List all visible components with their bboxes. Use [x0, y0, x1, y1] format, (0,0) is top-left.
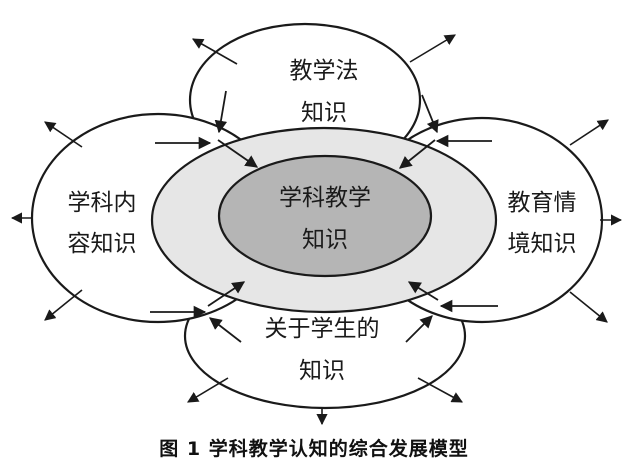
arrow-in-top-c — [421, 94, 439, 134]
arrow-in-bottom-c — [407, 281, 439, 301]
arrow-out-top-right — [409, 34, 456, 63]
knowledge-model-diagram: 教学法 知识 学科内 容知识 教育情 境知识 关于学生的 知识 学科教学 知识 — [10, 22, 623, 426]
arrow-in-top-b — [217, 139, 259, 168]
arrow-in-top-d — [399, 139, 436, 169]
inner-ellipse — [217, 154, 433, 278]
center-label-line1: 学科教学 — [279, 185, 371, 211]
left-label-line2: 容知识 — [68, 231, 137, 257]
arrow-out-right-lower — [569, 291, 608, 323]
center-label-line2: 知识 — [302, 227, 348, 253]
arrow-in-top-a — [214, 90, 228, 134]
right-label-line1: 教育情 — [508, 190, 577, 216]
bottom-label-line1: 关于学生的 — [265, 316, 380, 342]
arrow-out-left-lower — [44, 289, 83, 321]
inward-arrows — [150, 90, 498, 343]
arrow-in-bottom-d — [405, 315, 433, 343]
arrow-out-top-left — [192, 38, 238, 65]
top-label-line1: 教学法 — [290, 58, 359, 84]
bottom-label-line2: 知识 — [299, 358, 345, 384]
arrow-out-bottom-left — [187, 377, 229, 403]
top-label-line2: 知识 — [301, 100, 347, 126]
figure-caption: 图 1 学科教学认知的综合发展模型 — [159, 438, 469, 460]
arrow-out-left-upper — [44, 121, 83, 148]
left-label-line1: 学科内 — [68, 190, 137, 216]
right-label-line2: 境知识 — [508, 231, 577, 257]
arrow-in-bottom-a — [207, 281, 246, 307]
arrow-out-bottom-right — [417, 377, 463, 403]
arrow-in-bottom-b — [209, 317, 242, 343]
outward-arrows — [10, 34, 623, 426]
arrow-out-right-upper — [569, 119, 609, 146]
